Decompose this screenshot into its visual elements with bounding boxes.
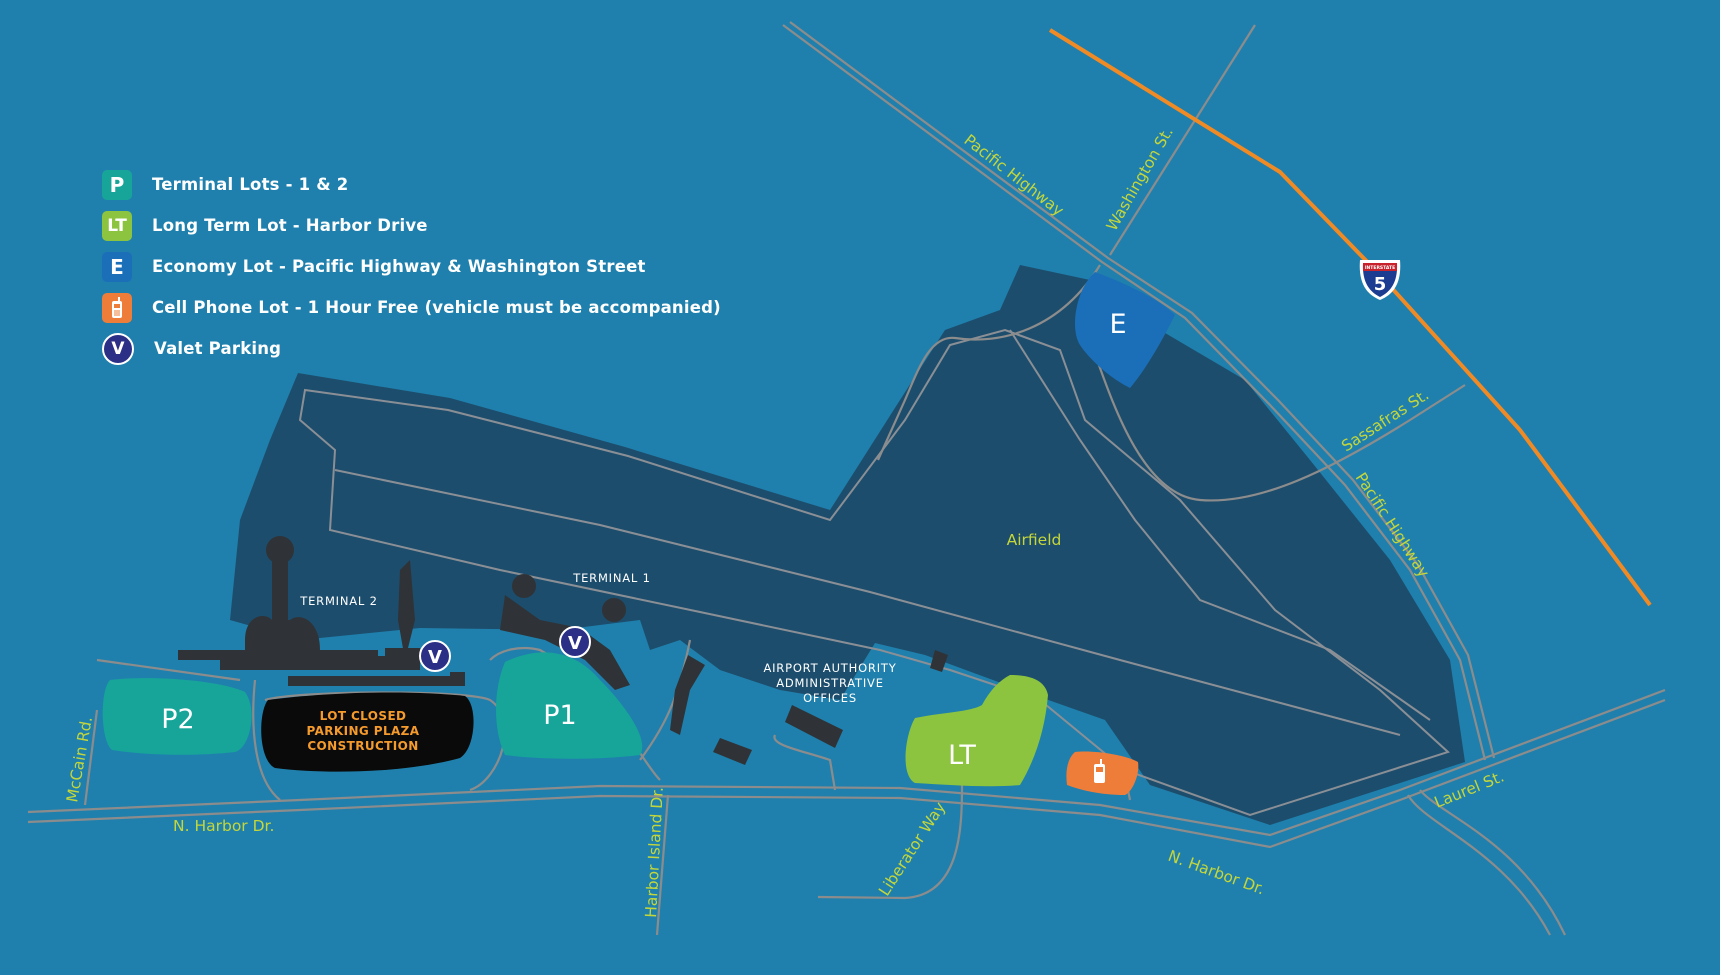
lt-lot-shape: [905, 675, 1048, 787]
pacific-highway-north-label: Pacific Highway: [961, 131, 1068, 220]
closed-lot-line-3: CONSTRUCTION: [307, 739, 418, 753]
airfield-label: Airfield: [1007, 531, 1062, 549]
terminal-2-label: TERMINAL 2: [299, 594, 377, 608]
terminal-1-label: TERMINAL 1: [572, 571, 650, 585]
valet-icon: V: [102, 332, 134, 365]
economy-icon: E: [102, 251, 132, 282]
p1-lot-label: P1: [543, 700, 576, 731]
parking-p-icon: P: [102, 169, 132, 200]
legend-item-cell-phone: Cell Phone Lot - 1 Hour Free (vehicle mu…: [102, 287, 721, 328]
legend-item-terminal-lots: P Terminal Lots - 1 & 2: [102, 164, 721, 205]
legend-label: Valet Parking: [154, 339, 282, 358]
svg-text:V: V: [568, 633, 582, 654]
legend-label: Long Term Lot - Harbor Drive: [152, 216, 428, 235]
admin-label-line-2: ADMINISTRATIVE: [776, 676, 884, 690]
legend-label: Economy Lot - Pacific Highway & Washingt…: [152, 257, 646, 276]
p2-lot-shape: [102, 678, 252, 755]
svg-text:INTERSTATE: INTERSTATE: [1365, 265, 1395, 271]
admin-label-line-1: AIRPORT AUTHORITY: [763, 661, 896, 675]
legend-item-economy: E Economy Lot - Pacific Highway & Washin…: [102, 246, 721, 287]
e-lot-label: E: [1109, 309, 1126, 340]
road-network: [27, 21, 1666, 936]
valet-marker-terminal1: V: [559, 626, 591, 658]
taxiway: [1009, 329, 1431, 721]
legend-item-long-term: LT Long Term Lot - Harbor Drive: [102, 205, 721, 246]
legend-label: Cell Phone Lot - 1 Hour Free (vehicle mu…: [152, 298, 721, 317]
e-lot-shape: [1075, 272, 1175, 388]
cell-phone-lot-icon: [1094, 759, 1105, 783]
closed-lot-shape: [261, 692, 474, 772]
svg-text:V: V: [428, 647, 442, 668]
closed-lot-line-1: LOT CLOSED: [320, 709, 407, 723]
lt-lot-label: LT: [948, 740, 976, 771]
n-harbor-dr-west-label: N. Harbor Dr.: [173, 817, 274, 835]
interstate-5-shield-icon: INTERSTATE 5: [1359, 260, 1401, 300]
legend-label: Terminal Lots - 1 & 2: [152, 175, 349, 194]
airfield-area: [230, 265, 1465, 825]
n-harbor-dr-east-label: N. Harbor Dr.: [1166, 847, 1267, 899]
map-legend: P Terminal Lots - 1 & 2 LT Long Term Lot…: [102, 164, 721, 369]
svg-text:5: 5: [1374, 274, 1387, 295]
p1-lot-shape: [496, 652, 643, 759]
sassafras-st-label: Sassafras St.: [1338, 386, 1432, 456]
legend-item-valet: V Valet Parking: [102, 328, 721, 369]
washington-st-label: Washington St.: [1103, 124, 1177, 234]
runway-centerline: [334, 469, 1401, 736]
admin-label-line-3: OFFICES: [803, 691, 857, 705]
p2-lot-label: P2: [161, 704, 194, 735]
long-term-icon: LT: [102, 210, 132, 241]
terminal-buildings: [178, 536, 948, 765]
closed-lot-line-2: PARKING PLAZA: [307, 724, 420, 738]
runway-outline: [298, 328, 1450, 817]
cell-phone-icon: [102, 292, 132, 323]
valet-marker-terminal2: V: [419, 640, 451, 672]
harbor-island-dr-label: Harbor Island Dr.: [642, 786, 667, 918]
